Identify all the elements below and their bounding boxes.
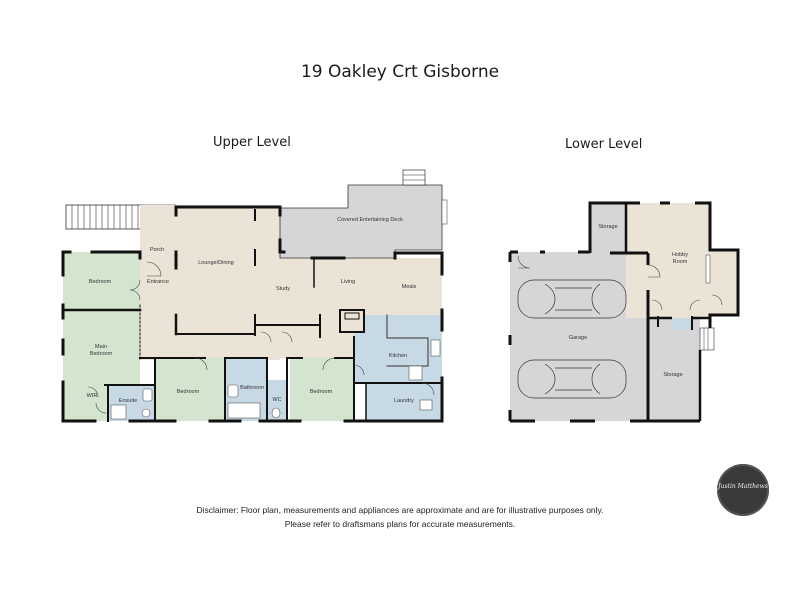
- room-label-ensuite: Ensuite: [119, 398, 137, 404]
- room-label-storage-bottom: Storage: [663, 372, 682, 378]
- room-label-bedroom-1: Bedroom: [89, 279, 112, 285]
- page-title: 19 Oakley Crt Gisborne: [300, 62, 500, 82]
- room-label-entrance: Entrance: [147, 279, 169, 285]
- upper-level-label: Upper Level: [213, 135, 291, 150]
- room-label-hobby-1: Hobby: [672, 252, 688, 258]
- room-label-wc: WC: [272, 397, 281, 403]
- room-label-study: Study: [276, 286, 290, 292]
- room-label-living: Living: [341, 279, 355, 285]
- disclaimer-line-1: Disclaimer: Floor plan, measurements and…: [196, 505, 604, 515]
- car-icon: [517, 359, 627, 399]
- room-label-storage-top: Storage: [598, 224, 617, 230]
- room-label-bedroom-2: Bedroom: [177, 389, 200, 395]
- room-label-kitchen: Kitchen: [389, 353, 407, 359]
- logo: Justin Matthews: [717, 464, 769, 516]
- room-label-hobby-2: Room: [673, 259, 688, 265]
- disclaimer-line-2: Please refer to draftsmans plans for acc…: [284, 519, 516, 529]
- room-label-porch: Porch: [150, 247, 164, 253]
- room-label-laundry: Laundry: [394, 398, 414, 404]
- stairs-icon: [65, 204, 143, 230]
- logo-text: Justin Matthews: [718, 483, 768, 490]
- lower-level-plan: Storage Hobby Room Garage Storage: [508, 201, 740, 423]
- room-label-wir: WIR: [87, 393, 98, 399]
- room-label-main-bedroom-1: Main: [95, 344, 107, 350]
- upper-level-plan: Porch Entrance Lounge/Dining Covered Ent…: [61, 169, 448, 423]
- car-icon: [517, 279, 627, 319]
- room-label-bedroom-3: Bedroom: [310, 389, 333, 395]
- room-label-main-bedroom-2: Bedroom: [90, 351, 113, 357]
- lower-level-label: Lower Level: [565, 137, 643, 152]
- room-label-lounge-dining: Lounge/Dining: [198, 260, 233, 266]
- room-label-covered-deck: Covered Entertaining Deck: [337, 217, 403, 223]
- room-label-bathroom: Bathroom: [240, 385, 264, 391]
- room-label-garage: Garage: [569, 335, 587, 341]
- room-label-meals: Meals: [402, 284, 417, 290]
